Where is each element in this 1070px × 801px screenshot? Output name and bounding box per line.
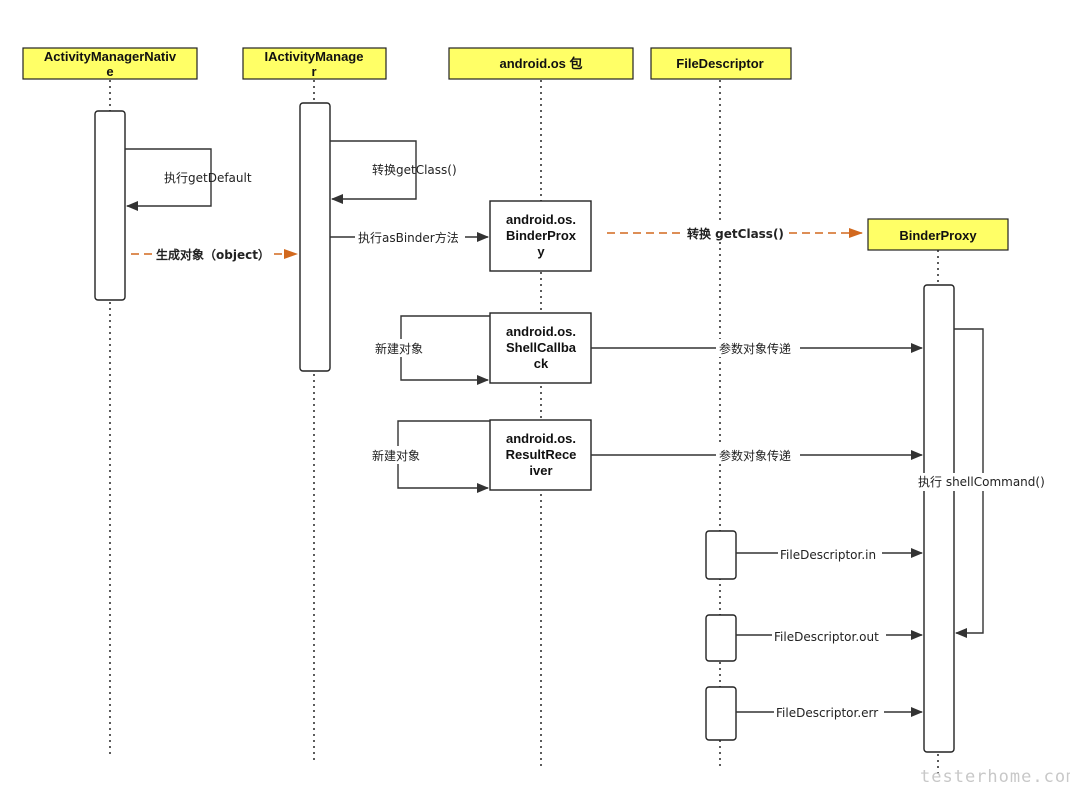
participant-label-line2: r <box>311 64 316 79</box>
participant-label-line2: e <box>106 64 113 79</box>
object-label-line1: android.os. <box>506 324 576 339</box>
activation-iactivity-manager[interactable] <box>299 102 331 372</box>
object-label-line1: android.os. <box>506 212 576 227</box>
participant-binder-proxy[interactable]: BinderProxy <box>867 218 1009 251</box>
participant-label: android.os 包 <box>499 56 582 71</box>
label-param-pass-2: 参数对象传递 <box>719 448 791 463</box>
message-labels: 执行getDefault 生成对象（object） 转换getClass() 执… <box>152 162 1048 722</box>
label-convert-get-class: 转换 getClass() <box>687 226 784 241</box>
label-get-class-self: 转换getClass() <box>372 162 457 177</box>
participant-label-line1: IActivityManage <box>265 49 364 64</box>
object-label-line3: iver <box>529 463 552 478</box>
participant-label-line1: ActivityManagerNativ <box>44 49 177 64</box>
participant-label: BinderProxy <box>899 228 977 243</box>
object-label-line2: ShellCallba <box>506 340 577 355</box>
svg-text:android.os.BinderProxy: android.os.BinderProxy <box>506 212 577 259</box>
label-get-default: 执行getDefault <box>164 171 252 185</box>
activation-activity-manager-native[interactable] <box>94 110 126 301</box>
participant-label: FileDescriptor <box>676 56 763 71</box>
watermark: testerhome.com <box>920 767 1070 787</box>
participant-android-os[interactable]: android.os 包 <box>448 47 634 80</box>
label-shell-command: 执行 shellCommand() <box>918 475 1045 489</box>
label-new-object-1: 新建对象 <box>375 341 423 356</box>
activation-fd-err[interactable] <box>705 686 737 741</box>
label-new-object-2: 新建对象 <box>372 448 420 463</box>
object-label-line2: BinderProx <box>506 228 577 243</box>
label-fd-out: FileDescriptor.out <box>774 630 879 644</box>
message-get-class-arrow[interactable] <box>330 140 417 204</box>
label-fd-in: FileDescriptor.in <box>780 548 876 562</box>
message-get-default-arrow[interactable] <box>125 148 212 211</box>
activation-binder-proxy[interactable] <box>923 284 955 753</box>
label-generate-object: 生成对象（object） <box>156 247 270 262</box>
object-label-line3: y <box>537 244 545 259</box>
object-label-line3: ck <box>534 356 549 371</box>
object-label-line2: ResultRece <box>506 447 577 462</box>
activation-fd-in[interactable] <box>705 530 737 580</box>
participant-file-descriptor[interactable]: FileDescriptor <box>650 47 792 80</box>
label-as-binder: 执行asBinder方法 <box>358 230 459 245</box>
label-fd-err: FileDescriptor.err <box>776 706 878 720</box>
activations <box>94 102 955 753</box>
activation-fd-out[interactable] <box>705 614 737 662</box>
object-label-line1: android.os. <box>506 431 576 446</box>
label-param-pass-1: 参数对象传递 <box>719 341 791 356</box>
